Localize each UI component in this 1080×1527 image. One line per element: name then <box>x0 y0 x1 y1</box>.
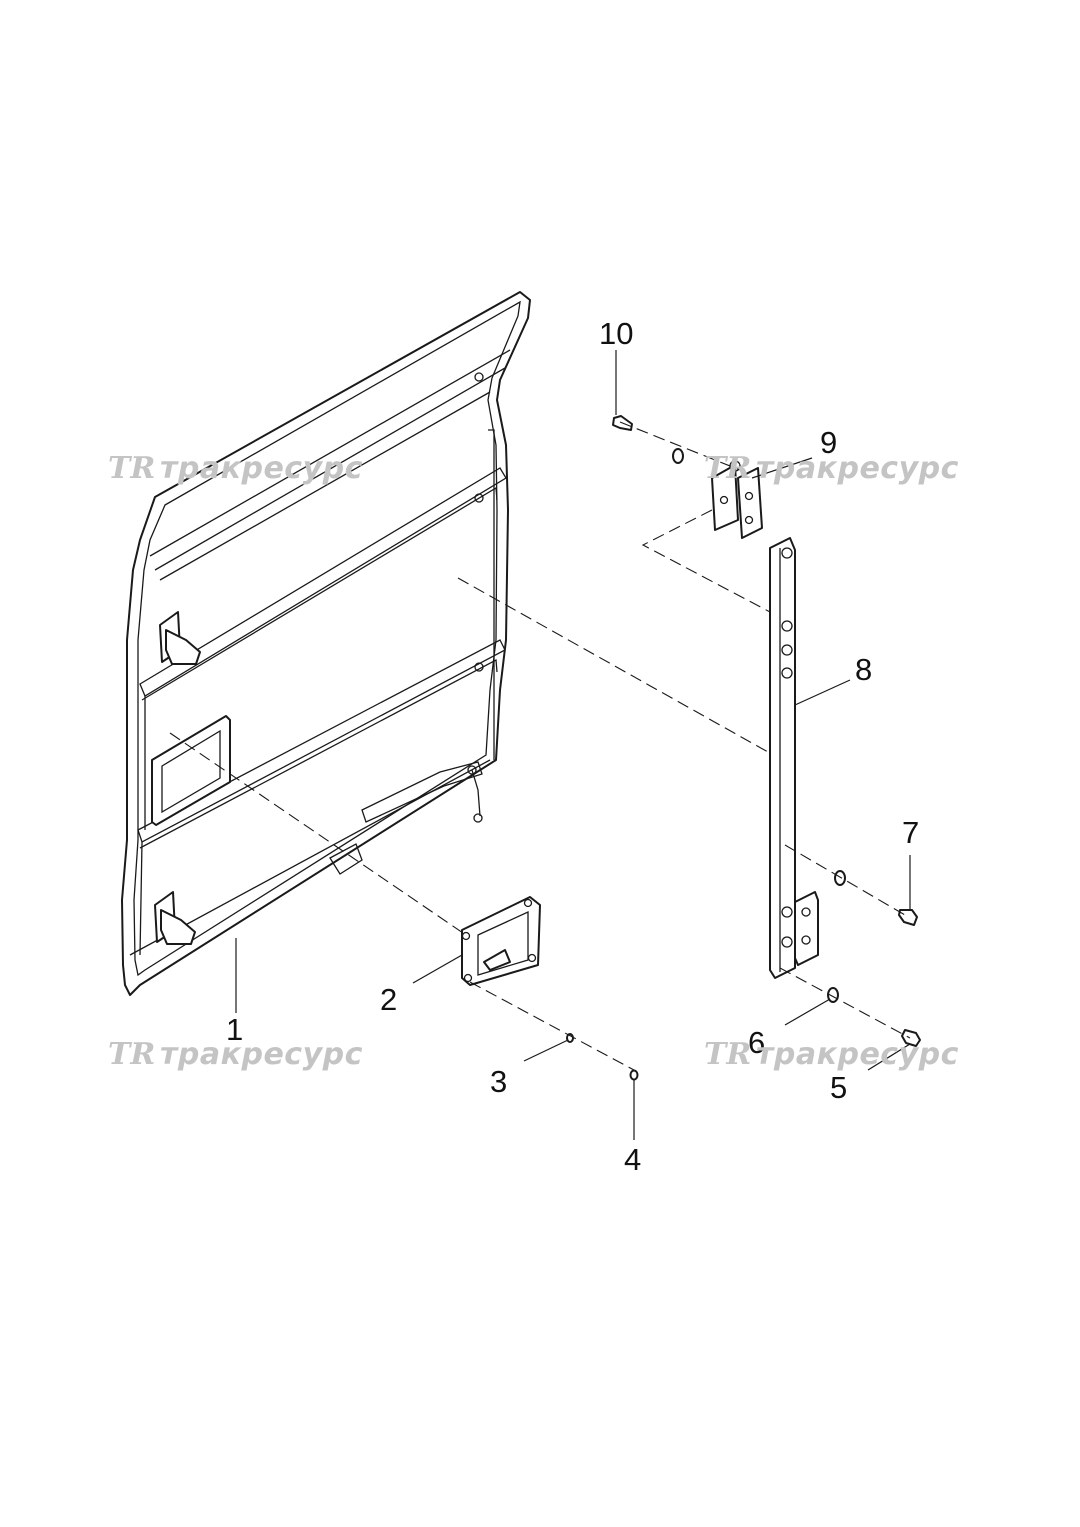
callout-6: 6 <box>748 1025 765 1060</box>
assembly-lines <box>169 421 911 1071</box>
watermark-bottom-right: TR тракресурс <box>704 1037 959 1072</box>
hinge <box>711 460 763 539</box>
callout-5: 5 <box>830 1070 847 1105</box>
watermark-text: тракресурс <box>756 451 959 486</box>
bolt-part-7 <box>898 909 918 926</box>
bolt-part-5 <box>901 1029 921 1047</box>
callout-10: 10 <box>599 316 633 351</box>
watermark-logo: TR <box>704 1037 751 1072</box>
watermark-top-right: TR тракресурс <box>704 451 959 486</box>
watermark-logo: TR <box>108 451 155 486</box>
watermark-logo: TR <box>108 1037 155 1072</box>
callout-2: 2 <box>380 982 397 1017</box>
watermark-bottom-left: TR тракресурс <box>108 1037 363 1072</box>
washer-part-10 <box>672 448 684 464</box>
leader-lines <box>235 350 911 1140</box>
callout-4: 4 <box>624 1142 641 1177</box>
watermark-text: тракресурс <box>160 451 363 486</box>
washer-part-7 <box>834 870 846 886</box>
callout-7: 7 <box>902 815 919 850</box>
door-panel <box>121 291 531 996</box>
callout-3: 3 <box>490 1064 507 1099</box>
watermark-text: тракресурс <box>756 1037 959 1072</box>
callout-9: 9 <box>820 425 837 460</box>
callout-8: 8 <box>855 652 872 687</box>
watermark-logo: TR <box>704 451 751 486</box>
watermark-text: тракресурс <box>160 1037 363 1072</box>
callout-1: 1 <box>226 1012 243 1047</box>
vertical-rail <box>769 537 819 979</box>
callouts: 1 2 3 4 5 6 7 8 9 10 <box>226 316 919 1177</box>
lock-box <box>461 896 541 986</box>
watermark-top-left: TR тракресурс <box>108 451 363 486</box>
nut-part-4 <box>629 1069 639 1081</box>
